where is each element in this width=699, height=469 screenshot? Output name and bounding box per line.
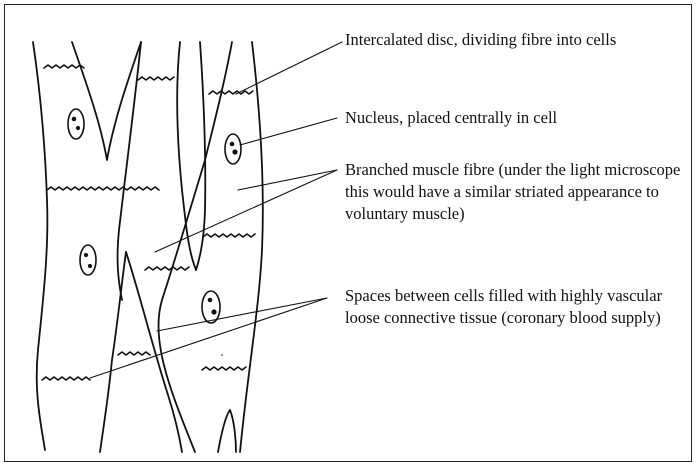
label-intercalated-disc: Intercalated disc, dividing fibre into c… bbox=[345, 29, 685, 51]
disc-line bbox=[145, 267, 189, 270]
label-nucleus: Nucleus, placed centrally in cell bbox=[345, 107, 685, 129]
left-fibre-outer-edge bbox=[33, 42, 47, 450]
leader-disc bbox=[236, 42, 342, 94]
nucleus bbox=[202, 291, 220, 323]
nucleolus bbox=[77, 127, 80, 130]
leader-branch-2 bbox=[155, 170, 337, 252]
leader-spaces-1 bbox=[157, 298, 327, 331]
stray-dot bbox=[221, 354, 223, 356]
label-spaces: Spaces between cells filled with highly … bbox=[345, 285, 685, 329]
nucleolus bbox=[233, 150, 237, 154]
disc-line bbox=[44, 65, 84, 68]
nucleolus bbox=[89, 265, 92, 268]
right-fibre-right-edge bbox=[240, 42, 263, 452]
disc-line bbox=[42, 377, 90, 380]
disc-line bbox=[203, 234, 255, 237]
top-v-notch bbox=[72, 42, 141, 160]
nucleus bbox=[225, 134, 241, 164]
leader-branch-1 bbox=[238, 170, 337, 190]
disc-line bbox=[138, 77, 174, 80]
disc-line bbox=[118, 352, 150, 355]
nucleolus bbox=[85, 254, 88, 257]
nucleus bbox=[68, 109, 84, 139]
central-branch-left-edge bbox=[177, 42, 196, 270]
nucleolus bbox=[212, 310, 216, 314]
nucleolus bbox=[231, 143, 234, 146]
nucleus bbox=[80, 245, 96, 275]
nucleolus bbox=[73, 118, 76, 121]
nuclei bbox=[68, 109, 241, 323]
leader-nucleus bbox=[240, 118, 337, 145]
nucleolus bbox=[209, 299, 212, 302]
label-branched-fibre: Branched muscle fibre (under the light m… bbox=[345, 159, 685, 225]
leader-spaces-2 bbox=[90, 298, 327, 378]
right-fibre-left-edge bbox=[158, 42, 232, 452]
right-lower-gap bbox=[218, 410, 236, 452]
branch-lower-edge bbox=[126, 252, 182, 452]
disc-line bbox=[209, 91, 253, 94]
fibre-outlines bbox=[33, 42, 263, 452]
disc-line bbox=[202, 367, 246, 370]
disc-line bbox=[47, 187, 159, 190]
